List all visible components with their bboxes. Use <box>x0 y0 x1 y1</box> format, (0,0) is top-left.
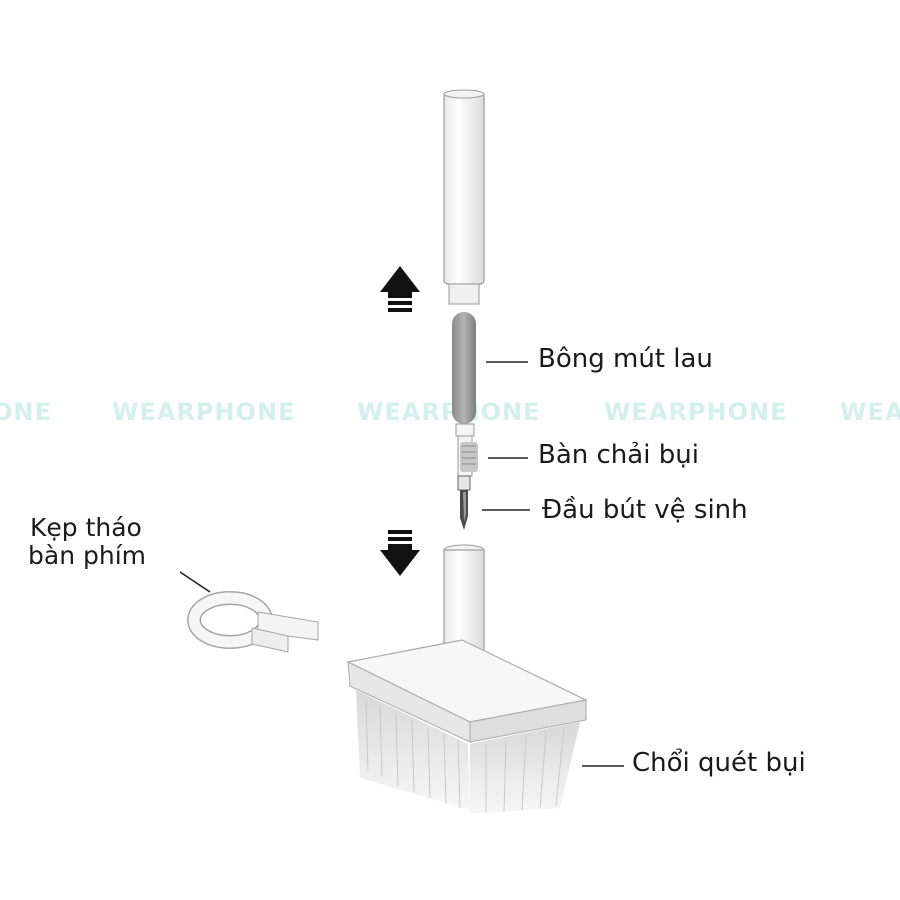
keycap-puller <box>194 598 318 652</box>
label-sponge: Bông mút lau <box>538 344 713 374</box>
pen-cap <box>444 90 484 304</box>
label-dust-brush: Bàn chải bụi <box>538 440 699 470</box>
label-pen-tip: Đầu bút vệ sinh <box>542 495 748 525</box>
label-keycap-puller-line1: Kẹp tháo <box>30 514 142 542</box>
label-sweep-brush: Chổi quét bụi <box>632 748 806 778</box>
metal-pen-tip <box>458 476 470 530</box>
small-brush <box>460 442 478 472</box>
label-keycap-puller-line2: bàn phím <box>28 542 146 570</box>
arrow-up-icon <box>380 266 420 312</box>
arrow-down-icon <box>380 530 420 576</box>
sweep-brush-head <box>348 640 586 814</box>
leader-keycap-puller <box>180 572 210 592</box>
